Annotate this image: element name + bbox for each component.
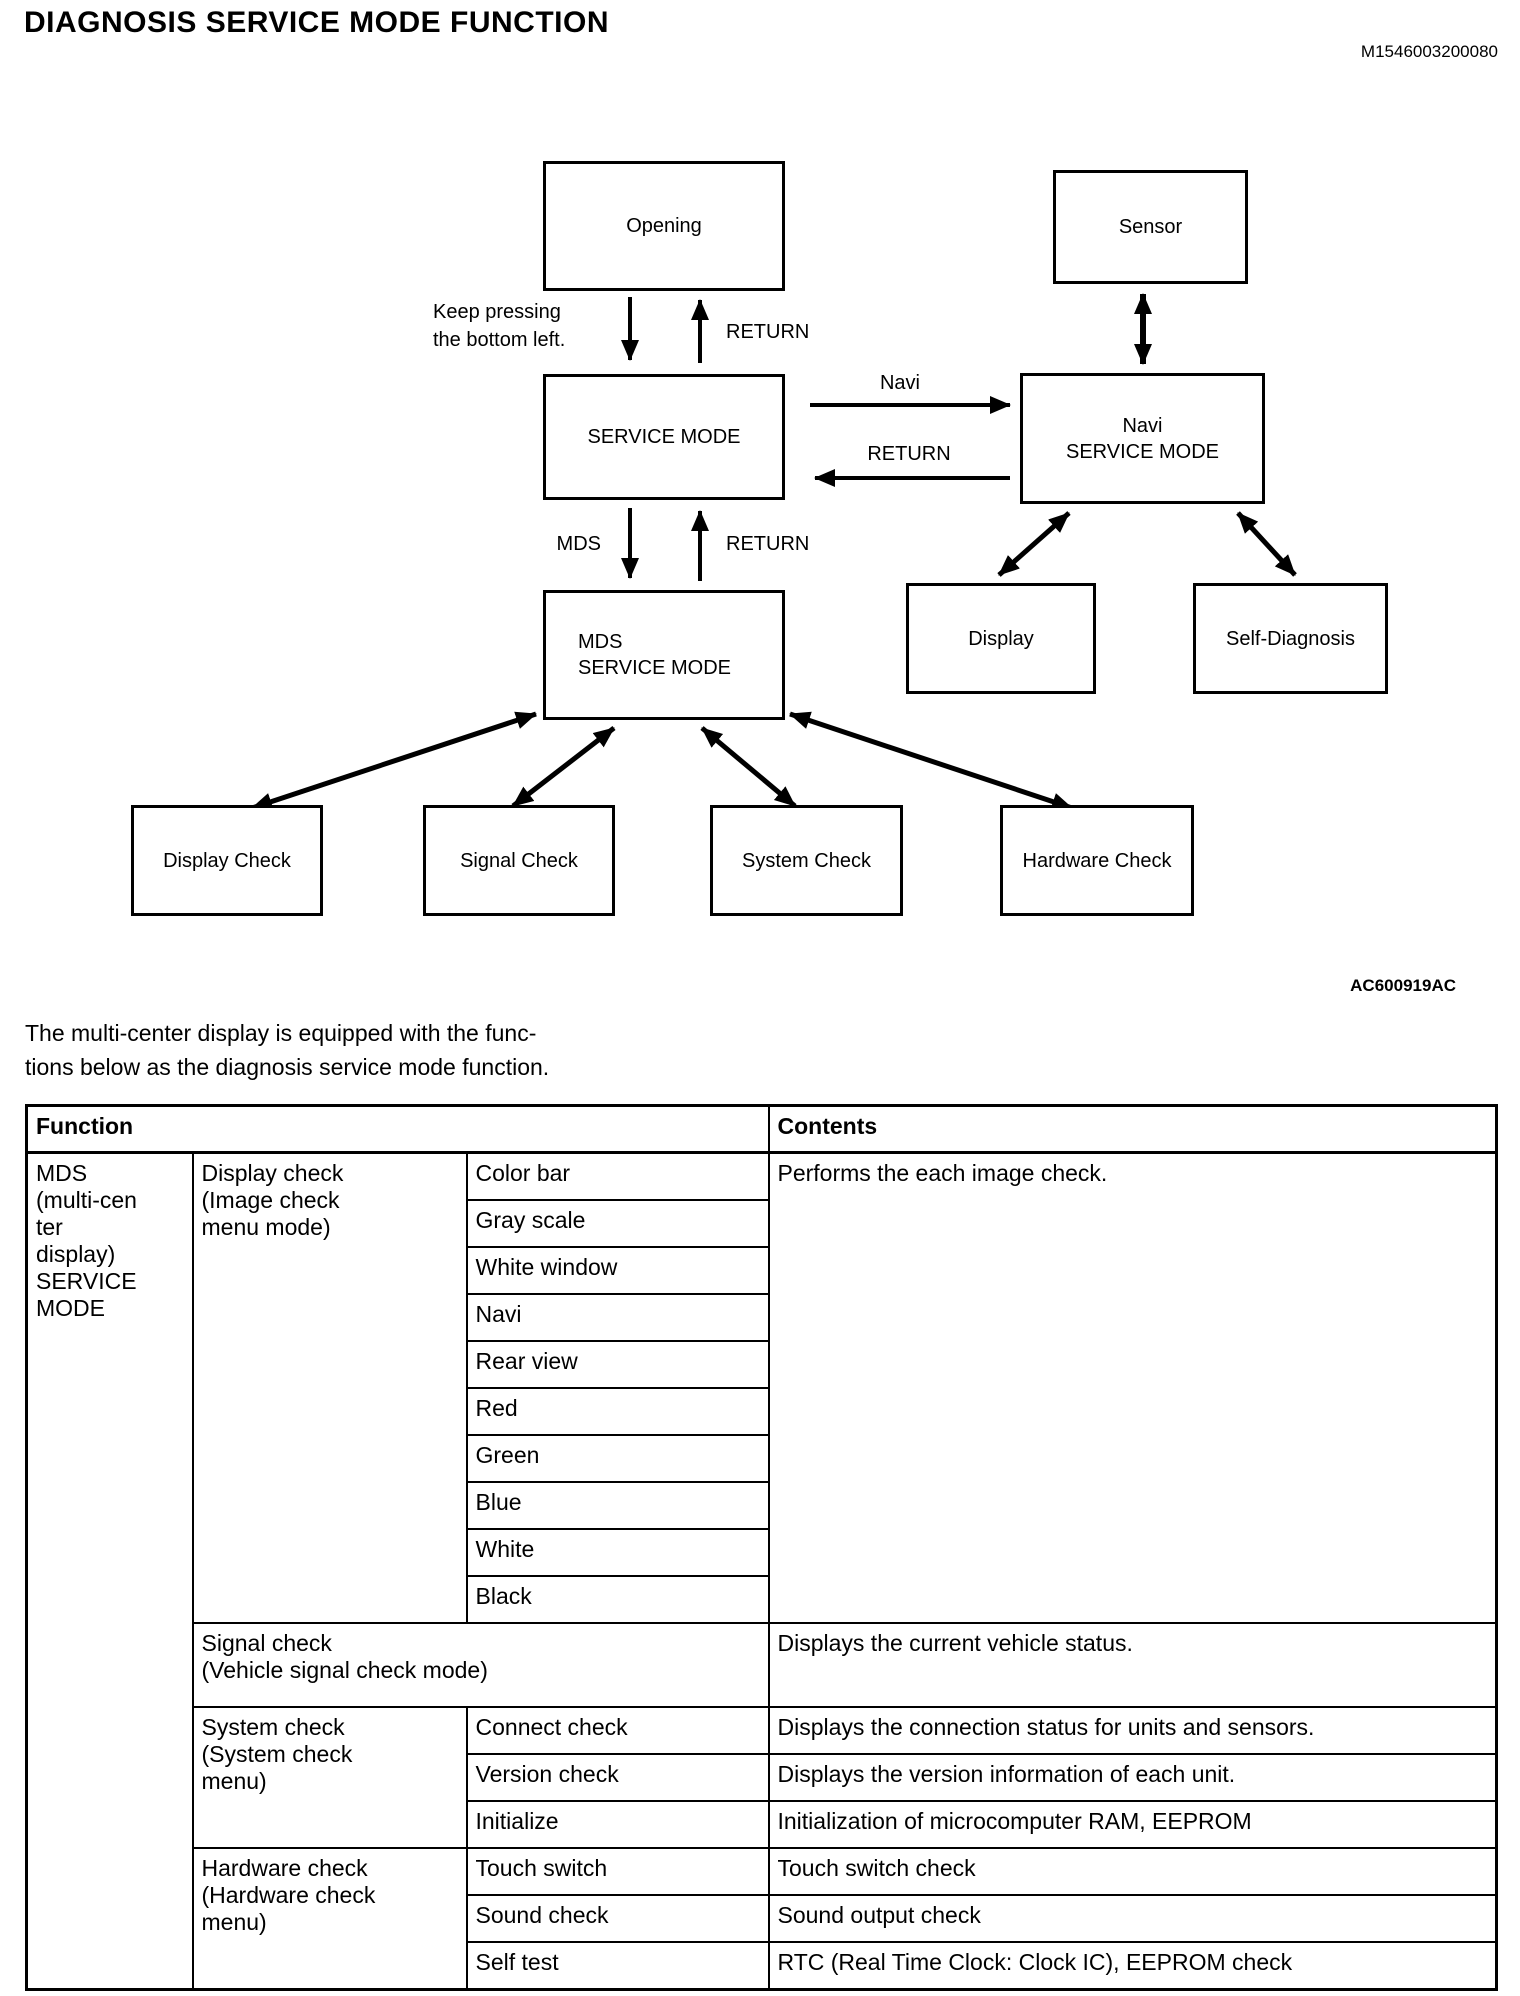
table-row: Green — [27, 1434, 1497, 1483]
header-function: Function — [25, 1104, 770, 1154]
label-navi: Navi — [879, 372, 920, 394]
table-row: Black — [27, 1575, 1497, 1624]
label-return-top: RETURN — [726, 321, 810, 343]
box-self-diagnosis: Self-Diagnosis — [1193, 583, 1388, 694]
table-row: Sound check Sound output check — [27, 1894, 1498, 1943]
cell-system-check-group: System check (System check menu) — [191, 1706, 468, 1849]
document-code: M1546003200080 — [1360, 42, 1498, 61]
cell-contents: Sound output check — [767, 1894, 1498, 1943]
cell-item: Connect check — [465, 1706, 770, 1755]
arrow-navi-service-mode-display — [997, 511, 1071, 577]
table-row: Blue — [27, 1481, 1497, 1530]
box-signal-check: Signal Check — [423, 805, 615, 916]
cell-item: Gray scale — [465, 1199, 770, 1248]
table-row: Gray scale — [27, 1199, 1497, 1248]
table-row: White — [27, 1528, 1497, 1577]
cell-signal-check-group: Signal check (Vehicle signal check mode) — [191, 1622, 770, 1708]
table-row: Hardware check (Hardware check menu) Tou… — [27, 1847, 1498, 1991]
box-navi-service-mode: Navi SERVICE MODE — [1020, 373, 1265, 504]
cell-item: Red — [465, 1387, 770, 1436]
arrow-navi-service-mode-self-diagnosis — [1236, 511, 1297, 577]
arrow-mds-display-check — [251, 711, 537, 811]
table-header-row: Function Contents — [25, 1104, 1498, 1154]
label-return-right: RETURN — [867, 443, 951, 465]
box-system-check: System Check — [710, 805, 903, 916]
cell-item: Blue — [465, 1481, 770, 1530]
cell-hardware-check-group: Hardware check (Hardware check menu) — [191, 1847, 468, 1991]
cell-item: White — [465, 1528, 770, 1577]
cell-item: Color bar — [465, 1151, 770, 1201]
arrow-mds-system-check — [700, 726, 797, 808]
cell-contents: Touch switch check — [767, 1847, 1498, 1896]
table-row: White window — [27, 1246, 1497, 1295]
cell-item: Navi — [465, 1293, 770, 1342]
intro-paragraph: The multi-center display is equipped wit… — [25, 1020, 550, 1080]
box-sensor: Sensor — [1053, 170, 1248, 284]
cell-item: Black — [465, 1575, 770, 1624]
table-row: Self test RTC (Real Time Clock: Clock IC… — [27, 1941, 1498, 1991]
cell-item: Rear view — [465, 1340, 770, 1389]
cell-contents: Displays the version information of each… — [767, 1753, 1498, 1802]
function-table: Function Contents MDS (multi-cen ter dis… — [25, 1104, 1498, 1991]
box-display: Display — [906, 583, 1096, 694]
cell-item: Initialize — [465, 1800, 770, 1849]
table-row: System check (System check menu) Connect… — [27, 1706, 1498, 1849]
cell-contents: RTC (Real Time Clock: Clock IC), EEPROM … — [767, 1941, 1498, 1991]
table-row: Initialize Initialization of microcomput… — [27, 1800, 1498, 1849]
page-title: DIAGNOSIS SERVICE MODE FUNCTION — [24, 6, 610, 39]
cell-contents: Initialization of microcomputer RAM, EEP… — [767, 1800, 1498, 1849]
table-row: Signal check (Vehicle signal check mode)… — [27, 1622, 1498, 1708]
cell-item: Self test — [465, 1941, 770, 1991]
label-keep-pressing: Keep pressing the bottom left. — [433, 301, 566, 351]
table-row: Red — [27, 1387, 1497, 1436]
cell-display-check-group: Display check (Image check menu mode) — [191, 1151, 468, 1624]
box-service-mode: SERVICE MODE — [543, 374, 785, 500]
cell-item: Version check — [465, 1753, 770, 1802]
arrow-mds-signal-check — [511, 726, 616, 808]
box-mds-service-mode: MDS SERVICE MODE — [543, 590, 785, 720]
cell-contents: Displays the connection status for units… — [767, 1706, 1498, 1755]
arrow-mds-hardware-check — [789, 711, 1073, 811]
label-mds: MDS — [556, 533, 601, 555]
cell-item: White window — [465, 1246, 770, 1295]
cell-mds-group: MDS (multi-cen ter display) SERVICE MODE — [25, 1151, 194, 1991]
header-contents: Contents — [767, 1104, 1498, 1154]
box-opening: Opening — [543, 161, 785, 291]
box-display-check: Display Check — [131, 805, 323, 916]
table-row: Rear view — [27, 1340, 1497, 1389]
cell-item: Green — [465, 1434, 770, 1483]
cell-item: Touch switch — [465, 1847, 770, 1896]
cell-item: Sound check — [465, 1894, 770, 1943]
box-hardware-check: Hardware Check — [1000, 805, 1194, 916]
table-row: Navi — [27, 1293, 1497, 1342]
table-row: MDS (multi-cen ter display) SERVICE MODE… — [25, 1151, 1498, 1991]
table-row: Version check Displays the version infor… — [27, 1753, 1498, 1802]
cell-signal-check-contents: Displays the current vehicle status. — [767, 1622, 1498, 1708]
label-return-mid: RETURN — [726, 533, 810, 555]
cell-display-check-contents: Performs the each image check. — [767, 1151, 1498, 1624]
figure-code: AC600919AC — [1350, 976, 1456, 995]
